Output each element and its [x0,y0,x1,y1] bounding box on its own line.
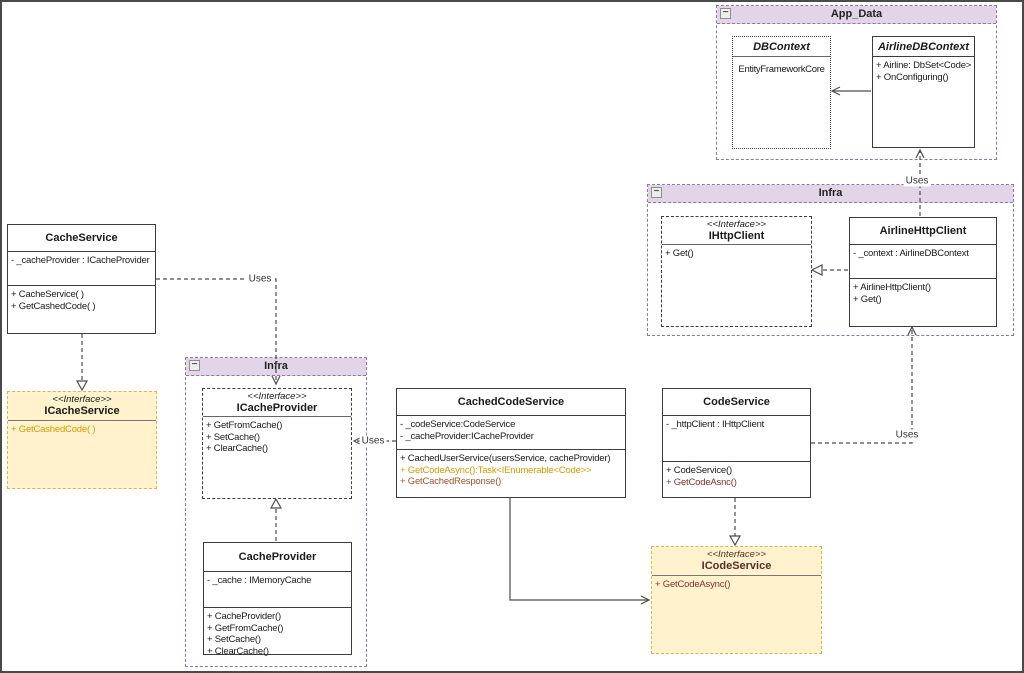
method-line: + SetCache() [207,634,261,645]
container-title: App_Data [830,8,883,20]
interface-icacheprovider: <<Interface>> ICacheProvider + GetFromCa… [202,388,352,499]
container-app-data-header: − App_Data [717,6,996,24]
attribute-line: - _cacheProvider : ICacheProvider [11,255,150,266]
class-dbcontext: DBContext EntityFrameworkCore [732,36,831,149]
method-line: + ClearCache() [206,443,268,454]
method-line: + OnConfiguring() [876,71,949,83]
interface-icodeservice: <<Interface>> ICodeService + GetCodeAsyn… [651,546,822,654]
method-line: + GetCachedResponse() [400,476,502,487]
attribute-line: - _context : AirlineDBContext [853,248,969,259]
attribute-line: - _httpClient : IHttpClient [666,419,765,430]
method-line: + AirlineHttpClient() [853,282,931,293]
container-infra-right: − Infra <<Interface>> IHttpClient + Get(… [647,184,1014,336]
attributes-section: - _context : AirlineDBContext [850,245,996,279]
stereotype-label: <<Interface>> [706,549,767,560]
class-cacheservice: CacheService - _cacheProvider : ICachePr… [7,224,156,334]
class-header: <<Interface>> ICodeService [652,547,821,576]
method-line: + GetCodeAsync() [655,579,731,590]
container-title: Infra [818,187,843,199]
method-line: + CodeService() [666,465,732,476]
class-title: CachedCodeService [397,389,625,416]
method-line: + GetFromCache() [206,420,283,431]
collapse-toggle-icon[interactable]: − [720,8,731,19]
class-title: ICodeService [701,560,772,572]
edge-codeservice-icodeservice-arrowhead [728,535,742,547]
method-line: + Get() [665,248,694,259]
attribute-line: - _cacheProvider:ICacheProvider [400,430,534,442]
class-title: ICacheProvider [236,401,318,414]
method-line: + SetCache() [206,431,260,443]
class-codeservice: CodeService - _httpClient : IHttpClient … [662,388,811,498]
container-infra-mid: − Infra <<Interface>> ICacheProvider + G… [185,357,367,667]
class-note: EntityFrameworkCore [738,64,825,75]
edge-codeservice-airlinehttpclient [811,329,913,444]
interface-icacheservice: <<Interface>> ICacheService + GetCashedC… [7,391,157,489]
edge-airlinehttpclient-ihttpclient-arrowhead [810,264,823,276]
class-airlinehttpclient: AirlineHttpClient - _context : AirlineDB… [849,217,997,327]
method-line: + Get() [853,293,882,305]
class-header: <<Interface>> IHttpClient [662,217,811,245]
method-line: + CachedUserService(usersService, cacheP… [400,453,611,464]
method-line: + GetCodeAsnc() [666,476,737,488]
method-line: + GetCashedCode( ) [11,424,96,435]
attributes-section: - _cacheProvider : ICacheProvider [8,252,155,286]
attributes-section: - _httpClient : IHttpClient [663,416,810,462]
stereotype-label: <<Interface>> [706,218,767,230]
edge-airlinedbcontext-dbcontext-arrowhead [830,86,841,96]
method-line: + ClearCache() [207,645,269,657]
class-cacheprovider: CacheProvider - _cache : IMemoryCache + … [203,542,352,657]
method-line: + GetCodeAsync():Task<IEnumerable<Code>> [400,464,592,476]
edge-label-uses: Uses [893,429,921,441]
edge-cacheprovider-icacheprovider-arrowhead [269,497,283,509]
attributes-section: - _codeService:CodeService - _cacheProvi… [397,416,625,450]
class-title: AirlineHttpClient [850,218,996,245]
class-title: IHttpClient [708,229,765,242]
class-header: <<Interface>> ICacheProvider [203,389,351,417]
edge-codeservice-airlinehttpclient-arrowhead [907,325,917,336]
edge-cacheservice-icacheservice-arrowhead [75,380,89,392]
class-title: ICacheService [44,405,120,417]
class-cachedcodeservice: CachedCodeService - _codeService:CodeSer… [396,388,626,498]
edge-label-uses: Uses [903,175,931,187]
attributes-section: - _cache : IMemoryCache [204,572,351,608]
class-header: <<Interface>> ICacheService [8,392,156,421]
edge-cacheservice-icacheprovider [156,278,277,384]
container-infra-right-header: − Infra [648,185,1013,203]
class-title: CacheProvider [204,543,351,572]
method-line: + GetFromCache() [207,622,284,634]
method-line: + CacheService( ) [11,289,84,300]
edge-label-uses: Uses [359,435,387,447]
stereotype-label: <<Interface>> [247,390,307,402]
class-title: AirlineDBContext [873,37,974,57]
method-line: + CacheProvider() [207,611,281,622]
collapse-toggle-icon[interactable]: − [651,187,662,198]
attribute-line: - _cache : IMemoryCache [207,575,312,586]
method-line: + Airline: DbSet<Code> [876,60,972,71]
edge-airlinehttpclient-airlinedbcontext-arrowhead [915,148,925,159]
container-app-data: − App_Data DBContext EntityFrameworkCore… [716,5,997,160]
method-line: + GetCashedCode( ) [11,300,96,312]
class-title: CodeService [663,389,810,416]
class-airlinedbcontext: AirlineDBContext + Airline: DbSet<Code> … [872,36,975,148]
attribute-line: - _codeService:CodeService [400,419,516,430]
collapse-toggle-icon[interactable]: − [189,360,200,371]
class-title: CacheService [8,225,155,252]
edge-cacheservice-icacheprovider-arrowhead [271,375,281,386]
interface-ihttpclient: <<Interface>> IHttpClient + Get() [661,216,812,327]
class-title: DBContext [733,37,830,57]
stereotype-label: <<Interface>> [52,394,112,405]
edge-label-uses: Uses [246,273,274,285]
edge-cachedcodeservice-icodeservice-arrowhead [640,595,651,605]
edge-cachedcodeservice-icacheprovider-arrowhead [352,436,363,446]
edge-cachedcodeservice-icodeservice [509,498,649,601]
